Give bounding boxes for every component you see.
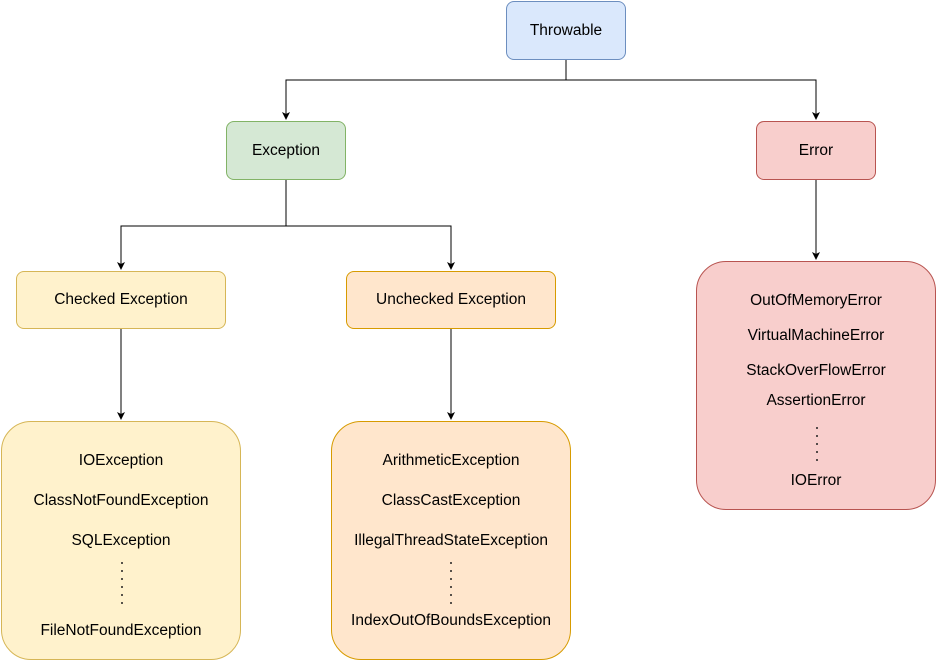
error-node: Error	[756, 121, 876, 180]
checked-item: FileNotFoundException	[40, 622, 202, 639]
unchecked-item: IndexOutOfBoundsException	[351, 612, 551, 629]
checked-exceptions-group: IOException ClassNotFoundException SQLEx…	[1, 421, 241, 660]
throwable-node: Throwable	[506, 1, 626, 60]
ellipsis-dots	[450, 562, 452, 607]
unchecked-item: ClassCastException	[381, 492, 521, 509]
unchecked-exceptions-group: ArithmeticException ClassCastException I…	[331, 421, 571, 660]
error-item: VirtualMachineError	[747, 327, 885, 344]
edge-throwable-exception	[282, 60, 567, 120]
error-item: AssertionError	[766, 392, 866, 409]
checked-item: SQLException	[71, 532, 171, 549]
unchecked-exception-node: Unchecked Exception	[346, 271, 556, 329]
checked-item: ClassNotFoundException	[33, 492, 209, 509]
unchecked-item: IllegalThreadStateException	[354, 532, 548, 549]
error-label: Error	[798, 141, 834, 159]
exception-node: Exception	[226, 121, 346, 180]
edge-exception-checked	[117, 180, 287, 270]
error-item: OutOfMemoryError	[750, 292, 882, 309]
checked-item: IOException	[78, 452, 164, 469]
throwable-label: Throwable	[529, 21, 603, 39]
unchecked-exception-label: Unchecked Exception	[376, 291, 526, 308]
edge-exception-unchecked	[286, 225, 455, 270]
ellipsis-dots	[816, 427, 818, 462]
checked-exception-node: Checked Exception	[16, 271, 226, 329]
exception-label: Exception	[251, 141, 321, 159]
edge-throwable-error	[566, 79, 820, 120]
error-item: IOError	[790, 472, 842, 489]
unchecked-item: ArithmeticException	[382, 452, 520, 469]
checked-exception-label: Checked Exception	[54, 291, 188, 308]
error-item: StackOverFlowError	[746, 362, 886, 379]
ellipsis-dots	[121, 562, 123, 612]
errors-group: OutOfMemoryError VirtualMachineError Sta…	[696, 261, 936, 510]
